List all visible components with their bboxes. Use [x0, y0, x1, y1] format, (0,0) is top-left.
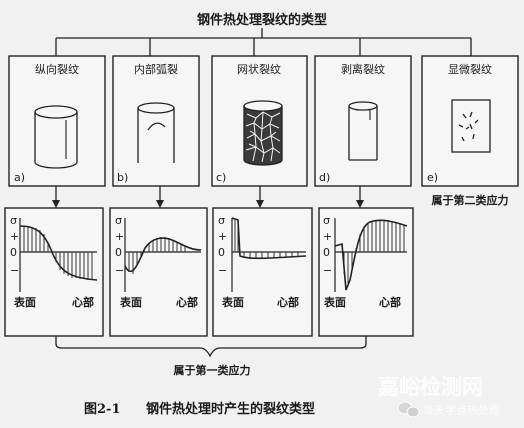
- micro-specimen-block: [451, 99, 491, 153]
- crack-type-b-tag: b): [117, 171, 128, 184]
- surface-label-d: 表面: [323, 295, 346, 309]
- stress-panel-b: σ + 0 − 表面 心部: [109, 207, 208, 337]
- stress-panel-b-box: [109, 207, 208, 337]
- stress-axis-zero: 0: [218, 246, 225, 259]
- network-crack-pattern: [245, 111, 281, 163]
- stress-axis-plus: +: [323, 230, 332, 243]
- crack-type-d-peeling: 剥离裂纹 d): [314, 55, 412, 187]
- stress-axis-zero: 0: [323, 246, 330, 259]
- stress-axis-plus: +: [218, 230, 227, 243]
- crack-type-c-label: 网状裂纹: [237, 62, 281, 76]
- crack-type-b-box: [112, 55, 200, 187]
- stress-axis-plus: +: [115, 230, 124, 243]
- core-label-c: 心部: [277, 295, 299, 309]
- crack-type-a-label: 纵向裂纹: [35, 62, 79, 76]
- class1-stress-label: 属于第一类应力: [174, 363, 251, 377]
- stress-axis-zero: 0: [115, 246, 122, 259]
- cylinder-specimen-c: [243, 100, 283, 166]
- stress-panel-a: σ + 0 − 表面 心部: [4, 207, 104, 337]
- crack-type-d-tag: d): [319, 171, 330, 184]
- class1-brace: [55, 336, 367, 358]
- crack-type-e-tag: e): [427, 171, 438, 184]
- stress-curve-b: [124, 218, 202, 292]
- stress-curve-a: [19, 218, 98, 292]
- crack-type-c-tag: c): [216, 171, 226, 184]
- crack-type-c-network: 网状裂纹 c): [211, 55, 308, 187]
- peeling-crack-mark: [356, 109, 371, 120]
- figure-caption: 钢件热处理时产生的裂纹类型: [146, 401, 315, 417]
- surface-label-b: 表面: [119, 295, 142, 309]
- stress-panel-c-box: [212, 207, 313, 337]
- stress-panel-c: σ + 0 − 表面 心部: [212, 207, 313, 337]
- stress-curve-d: [334, 218, 408, 292]
- watermark-site: 嘉峪检测网: [378, 375, 483, 399]
- stress-axis-zero: 0: [10, 246, 17, 259]
- stress-axis-minus: −: [218, 264, 227, 277]
- cylinder-specimen-b: [137, 102, 175, 163]
- stress-panel-a-box: [4, 207, 104, 337]
- core-label-d: 心部: [379, 295, 401, 309]
- stress-axis-sigma: σ: [115, 214, 122, 227]
- watermark-account: 每天学点热处理: [423, 403, 500, 417]
- crack-type-b-internal-arc: 内部弧裂 b): [112, 55, 200, 187]
- crack-type-a-box: [8, 55, 106, 187]
- arc-crack-mark: [147, 122, 166, 131]
- core-label-b: 心部: [176, 295, 198, 309]
- class2-stress-label: 属于第二类应力: [432, 193, 509, 207]
- surface-label-c: 表面: [221, 295, 244, 309]
- cylinder-specimen-a: [34, 105, 78, 169]
- stress-panel-d-box: [318, 207, 414, 337]
- diagram-title: 钢件热处理裂纹的类型: [197, 12, 327, 28]
- stress-axis-plus: +: [10, 230, 19, 243]
- row-arrowheads: [52, 200, 364, 208]
- crack-type-e-micro: 显微裂纹 e): [421, 55, 519, 187]
- cylinder-specimen-d: [348, 101, 378, 161]
- stress-axis-sigma: σ: [10, 214, 17, 227]
- crack-type-d-label: 剥离裂纹: [341, 62, 385, 76]
- title-tree-connectors: [55, 28, 472, 56]
- stress-axis-minus: −: [323, 264, 332, 277]
- stress-axis-sigma: σ: [218, 214, 225, 227]
- stress-panel-d: σ + 0 − 表面 心部: [318, 207, 414, 337]
- stress-axis-minus: −: [115, 264, 124, 277]
- wechat-icon: [397, 401, 420, 418]
- crack-type-e-label: 显微裂纹: [448, 62, 492, 76]
- crack-type-d-box: [314, 55, 412, 187]
- crack-type-a-longitudinal: 纵向裂纹 a): [8, 55, 106, 187]
- crack-type-b-label: 内部弧裂: [134, 62, 178, 76]
- stress-curve-c: [231, 217, 307, 292]
- core-label-a: 心部: [72, 295, 94, 309]
- stress-axis-sigma: σ: [323, 214, 330, 227]
- surface-label-a: 表面: [13, 295, 36, 309]
- crack-type-a-tag: a): [14, 171, 25, 184]
- figure-number: 图2-1: [84, 402, 121, 417]
- row-arrows: [55, 186, 361, 205]
- stress-axis-minus: −: [10, 264, 19, 277]
- crack-type-e-box: [421, 55, 519, 187]
- micro-crack-marks: [458, 111, 479, 142]
